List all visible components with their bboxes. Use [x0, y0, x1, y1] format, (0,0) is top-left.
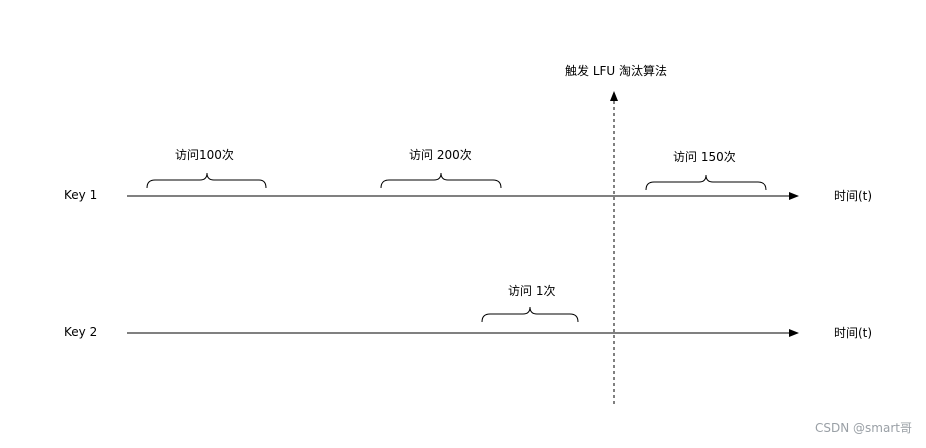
- key1-access-label-2: 访问 200次: [409, 148, 472, 162]
- key1-access-label-1: 访问100次: [175, 148, 234, 162]
- key1-access-brace-2: [380, 172, 502, 189]
- key2-access-label-1: 访问 1次: [508, 284, 556, 298]
- key1-label: Key 1: [64, 188, 98, 202]
- key1-access-brace-3: [645, 174, 767, 191]
- key1-access-brace-1: [146, 172, 267, 189]
- key2-time-label: 时间(t): [834, 326, 873, 340]
- watermark: CSDN @smart哥: [815, 421, 912, 435]
- key2-label: Key 2: [64, 325, 98, 339]
- key2-access-brace-1: [481, 306, 579, 323]
- key1-access-label-3: 访问 150次: [673, 150, 736, 164]
- trigger-label: 触发 LFU 淘汰算法: [565, 64, 668, 78]
- key1-time-label: 时间(t): [834, 189, 873, 203]
